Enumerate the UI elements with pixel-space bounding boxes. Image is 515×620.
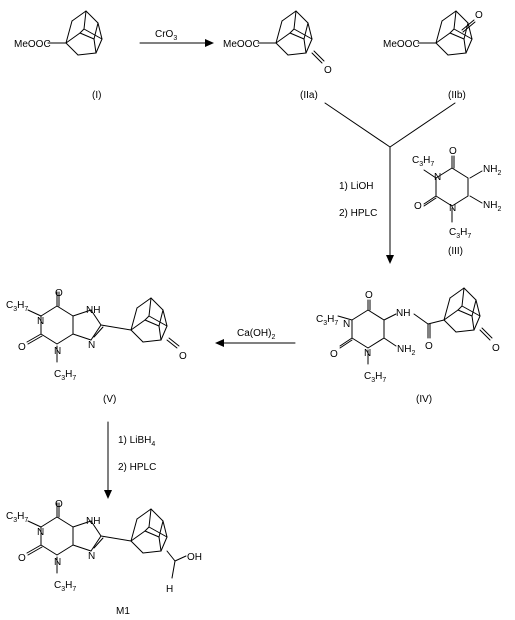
V-N7H: NH [86, 305, 100, 316]
IV-oxo-2: O [330, 349, 338, 360]
M1-N1: N [37, 527, 44, 538]
III-nh2-b: NH2 [483, 200, 501, 213]
label-I: (I) [92, 90, 101, 101]
M1-N9: N [88, 551, 95, 562]
III-oxo-2: O [414, 201, 422, 212]
label-IIb: (IIb) [448, 90, 466, 101]
IV-propyl-bottom: C3H7 [364, 371, 386, 384]
IV-nh2: NH2 [397, 344, 415, 357]
label-III: (III) [448, 246, 463, 257]
III-oxo-1: O [449, 146, 457, 157]
compound-IV: O O N N C3H7 C3H7 NH2 NH O O (IV) [316, 287, 500, 405]
V-ketone-oxo: O [179, 351, 187, 362]
arrow-cro3: CrO3 [139, 29, 214, 47]
IV-ketone-oxo: O [492, 343, 500, 354]
compound-IIb: MeOOC O (IIb) [383, 10, 483, 101]
arrow-lioh: 1) LiOH 2) HPLC [324, 102, 456, 264]
V-propyl-bottom: C3H7 [54, 369, 76, 382]
ester-label-IIa: MeOOC [223, 39, 260, 50]
M1-N3: N [54, 557, 61, 568]
V-oxo-1: O [55, 288, 63, 299]
M1-N7H: NH [86, 516, 100, 527]
M1-oxo-2: O [18, 553, 26, 564]
ester-label-I: MeOOC [14, 39, 51, 50]
M1-propyl-bottom: C3H7 [54, 580, 76, 593]
IV-amide-oxo: O [425, 341, 433, 352]
oxo-IIa: O [324, 65, 332, 76]
oxo-IIb: O [475, 10, 483, 21]
reagent-libh4: 1) LiBH4 [118, 435, 155, 448]
III-propyl-top: C3H7 [412, 155, 434, 168]
label-M1: M1 [116, 606, 130, 617]
label-IIa: (IIa) [300, 90, 318, 101]
V-propyl-top: C3H7 [6, 300, 28, 313]
IV-N1: N [343, 319, 350, 330]
IV-oxo-1: O [365, 290, 373, 301]
M1-hydrogen: H [166, 584, 173, 595]
III-N1: N [434, 172, 441, 183]
III-nh2-a: NH2 [483, 164, 501, 177]
V-N9: N [88, 340, 95, 351]
reagent-lioh: 1) LiOH [339, 181, 373, 192]
IV-propyl-top: C3H7 [316, 314, 338, 327]
compound-M1: OH H O O N N NH N C3H7 C3H7 M1 [6, 499, 202, 617]
compound-IIa: MeOOC O (IIa) [223, 10, 332, 101]
reagent-cro3: CrO3 [155, 29, 177, 42]
III-N3: N [449, 203, 456, 214]
reagent-hplc-2: 2) HPLC [118, 462, 156, 473]
V-oxo-2: O [18, 342, 26, 353]
compound-I: MeOOC (I) [14, 10, 103, 101]
M1-propyl-top: C3H7 [6, 511, 28, 524]
M1-oxo-1: O [55, 499, 63, 510]
compound-III: O O N N NH2 NH2 C3H7 C3H7 (III) [412, 146, 501, 257]
compound-V: O O O N N NH N C3H7 C3H7 (V) [6, 288, 187, 405]
V-N3: N [54, 346, 61, 357]
arrow-libh4: 1) LiBH4 2) HPLC [104, 421, 156, 499]
III-propyl-bottom: C3H7 [449, 227, 471, 240]
V-N1: N [37, 316, 44, 327]
label-V: (V) [103, 394, 116, 405]
reagent-caoh2: Ca(OH)2 [237, 328, 275, 341]
reagent-hplc-1: 2) HPLC [339, 208, 377, 219]
arrow-caoh2: Ca(OH)2 [215, 328, 296, 347]
IV-amide-nh: NH [396, 308, 410, 319]
label-IV: (IV) [416, 394, 432, 405]
ester-label-IIb: MeOOC [383, 39, 420, 50]
M1-hydroxyl: OH [187, 552, 202, 563]
